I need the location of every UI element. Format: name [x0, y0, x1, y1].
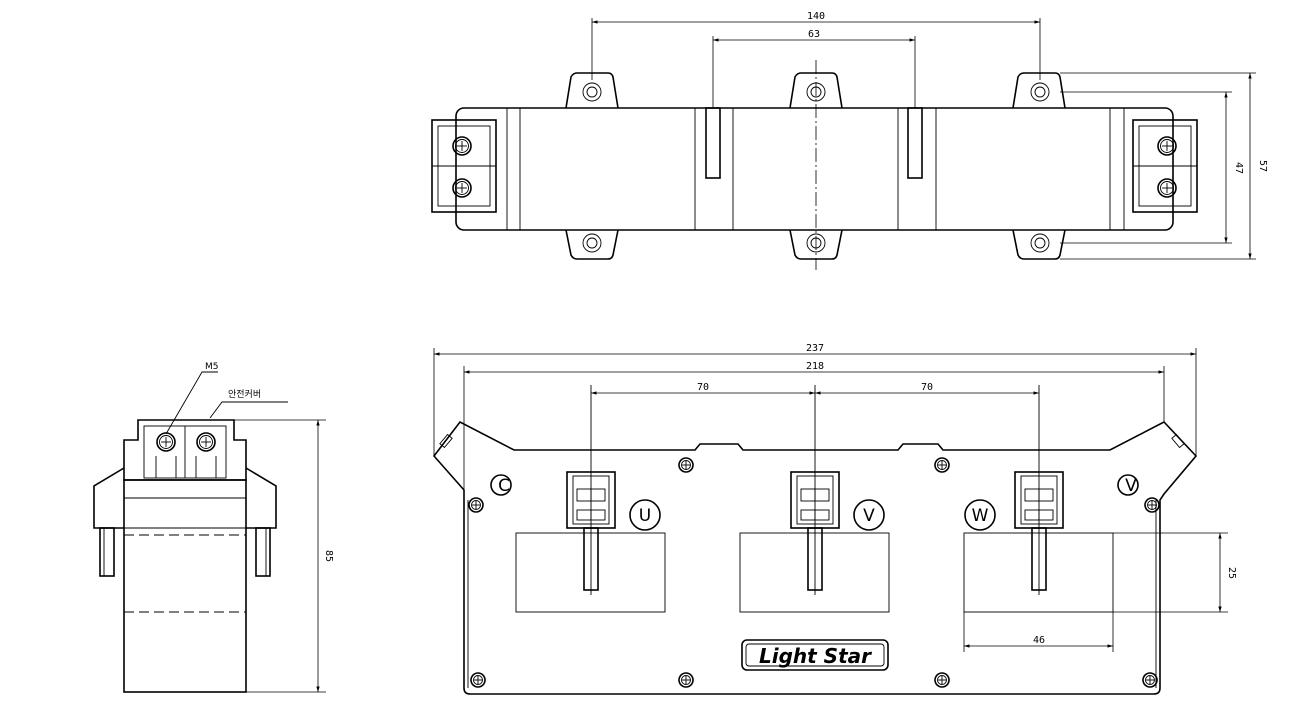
phase-w-marking: W: [972, 506, 989, 526]
dim-140: 140: [807, 11, 825, 22]
phase-u-marking: U: [639, 506, 651, 526]
front-view: C U V W V Light Star 237 218 70 70: [432, 343, 1237, 695]
side-view: M5 안전커버 85: [93, 362, 334, 693]
phase-c-marking: C: [498, 476, 510, 496]
label-m5: M5: [205, 362, 219, 372]
dim-70-right: 70: [921, 382, 933, 393]
dim-237: 237: [806, 343, 824, 354]
dim-57: 57: [1257, 160, 1268, 172]
dim-70-left: 70: [697, 382, 709, 393]
top-view: 140 63 47 57: [431, 11, 1268, 270]
brand-logo-text: Light Star: [759, 644, 872, 668]
phase-v-right-marking: V: [1125, 476, 1137, 496]
dim-47: 47: [1233, 162, 1244, 174]
dim-85: 85: [323, 550, 334, 562]
dim-46: 46: [1033, 635, 1045, 646]
dim-25: 25: [1226, 567, 1237, 579]
phase-v-marking: V: [863, 506, 875, 526]
dim-63: 63: [808, 29, 820, 40]
top-body: [455, 107, 1174, 231]
dim-218: 218: [806, 361, 824, 372]
label-safety-cover: 안전커버: [228, 389, 261, 400]
